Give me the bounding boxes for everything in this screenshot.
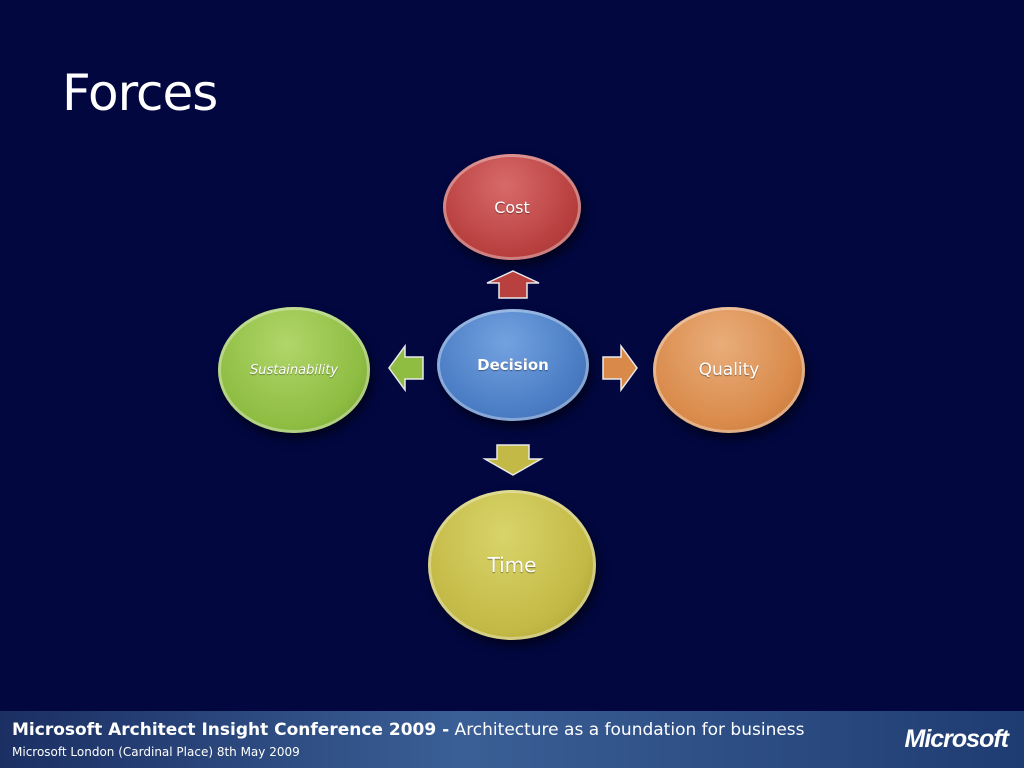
time-label: Time bbox=[487, 553, 537, 577]
decision-node: Decision bbox=[437, 309, 589, 421]
sustainability-node: Sustainability bbox=[218, 307, 370, 433]
cost-label: Cost bbox=[494, 197, 530, 217]
cost-node: Cost bbox=[443, 154, 581, 260]
quality-node: Quality bbox=[653, 307, 805, 433]
decision-label: Decision bbox=[477, 356, 549, 374]
arrow-right-icon bbox=[602, 343, 638, 393]
sustainability-label: Sustainability bbox=[249, 362, 339, 378]
time-node: Time bbox=[428, 490, 596, 640]
footer-conference-line: Microsoft Architect Insight Conference 2… bbox=[12, 720, 805, 740]
footer-venue: Microsoft London (Cardinal Place) 8th Ma… bbox=[12, 745, 300, 759]
conference-tagline: Architecture as a foundation for busines… bbox=[449, 720, 805, 740]
footer-banner: Microsoft Architect Insight Conference 2… bbox=[0, 711, 1024, 768]
conference-name: Microsoft Architect Insight Conference 2… bbox=[12, 720, 450, 740]
arrow-down-icon bbox=[482, 444, 544, 476]
microsoft-logo: Microsoft bbox=[904, 725, 1009, 753]
slide-title: Forces bbox=[62, 64, 218, 122]
arrow-up-icon bbox=[486, 270, 540, 299]
arrow-left-icon bbox=[388, 343, 424, 393]
quality-label: Quality bbox=[698, 360, 760, 380]
